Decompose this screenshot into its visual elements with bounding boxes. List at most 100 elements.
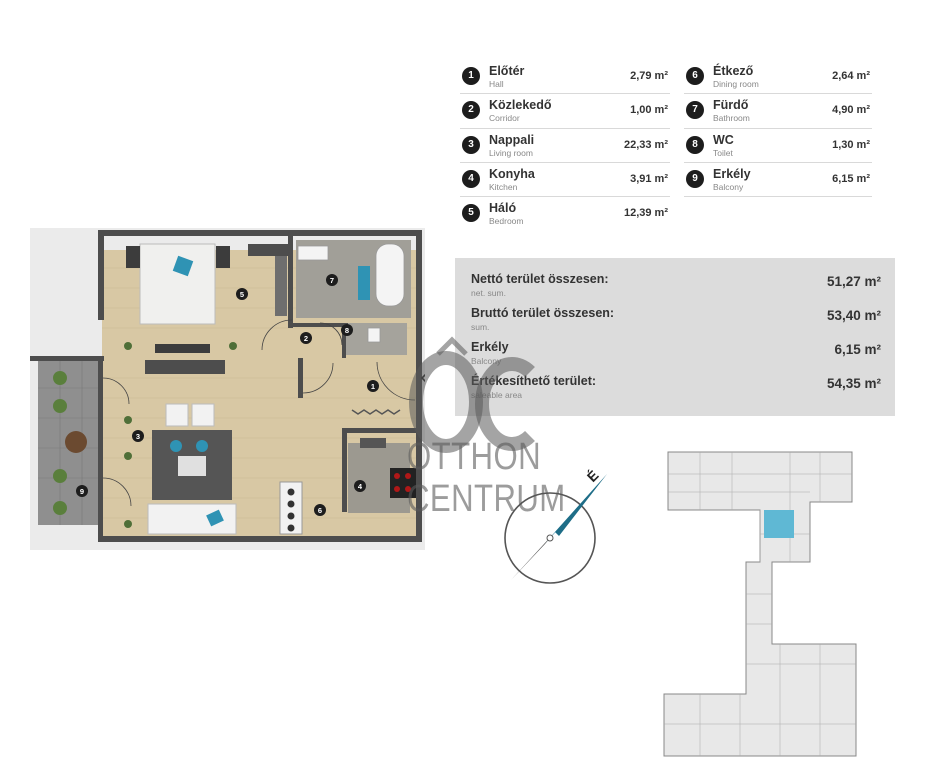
summary-label: Értékesíthető terület: — [471, 374, 597, 388]
summary-row-saleable: Értékesíthető terület: saleable area 54,… — [471, 374, 881, 408]
building-site-map — [663, 451, 857, 757]
room-area: 2,79 m² — [630, 70, 668, 82]
room-name: Étkező — [713, 64, 754, 78]
armchair — [165, 403, 189, 427]
summary-value: 51,27 m² — [826, 274, 881, 289]
room-name-english: Toilet — [713, 147, 733, 158]
room-name: WC — [713, 132, 734, 147]
room-name-english: Corridor — [489, 113, 520, 124]
plan-label-bathroom: 7 — [330, 276, 334, 285]
sink — [297, 245, 329, 261]
watermark-line-1: OTTHON — [407, 436, 542, 478]
armchair — [191, 403, 215, 427]
room-name-english: Bedroom — [489, 216, 524, 227]
summary-label-english: saleable area — [471, 390, 523, 400]
area-summary-panel: Nettó terület összesen: net. sum. 51,27 … — [455, 258, 895, 416]
indoor-plants — [124, 342, 237, 528]
plan-label-hall: 1 — [371, 382, 375, 391]
room-row-hall: 1 Előtér Hall 2,79 m² — [460, 60, 670, 95]
room-area: 1,00 m² — [630, 104, 668, 117]
room-number-badge: 2 — [462, 101, 480, 120]
building-outline — [663, 451, 857, 757]
room-area: 4,90 m² — [832, 104, 870, 117]
otthon-centrum-logo-icon — [409, 336, 535, 453]
room-area: 22,33 m² — [623, 138, 668, 151]
nightstand — [216, 246, 230, 268]
toilet — [367, 327, 381, 343]
room-area: 2,64 m² — [832, 70, 870, 82]
summary-row-gross: Bruttó terület összesen: sum. 53,40 m² — [471, 306, 881, 340]
cooktop — [390, 468, 416, 498]
room-area: 1,30 m² — [832, 138, 870, 151]
room-name-english: Balcony — [713, 181, 744, 192]
room-row-dining-room: 6 Étkező Dining room 2,64 m² — [684, 60, 872, 95]
room-name-english: Kitchen — [489, 181, 518, 192]
floor-plan: 1 2 3 4 5 6 7 8 9 — [30, 228, 425, 550]
pouf — [170, 440, 182, 452]
pouf — [196, 440, 208, 452]
watermark-line-2: CENTRUM — [407, 478, 566, 520]
plan-label-corridor: 2 — [304, 334, 308, 343]
plan-label-dining-room: 6 — [318, 506, 322, 515]
wardrobe — [275, 256, 287, 316]
summary-row-balcony: Erkély Balcony 6,15 m² — [471, 340, 881, 374]
room-row-toilet: 8 WC Toilet 1,30 m² — [684, 129, 872, 163]
room-name: Konyha — [489, 166, 535, 181]
room-row-balcony: 9 Erkély Balcony 6,15 m² — [684, 163, 872, 198]
room-name: Erkély — [713, 166, 751, 181]
room-number-badge: 5 — [462, 204, 480, 223]
room-area: 12,39 m² — [623, 207, 668, 220]
room-number-badge: 4 — [462, 169, 480, 188]
compass-icon — [504, 474, 607, 584]
room-area: 3,91 m² — [630, 172, 668, 185]
coffee-table — [178, 456, 206, 476]
summary-label: Erkély — [471, 340, 509, 354]
room-area: 6,15 m² — [832, 172, 870, 185]
room-row-bathroom: 7 Fürdő Bathroom 4,90 m² — [684, 94, 872, 129]
room-name: Előtér — [489, 64, 525, 78]
room-row-kitchen: 4 Konyha Kitchen 3,91 m² — [460, 163, 670, 198]
room-column-right: 6 Étkező Dining room 2,64 m² 7 Fürdő Bat… — [684, 60, 872, 198]
plan-label-balcony: 9 — [80, 487, 84, 496]
room-column-left: 1 Előtér Hall 2,79 m² 2 Közlekedő Corrid… — [460, 60, 670, 231]
bathtub — [375, 243, 405, 307]
room-row-corridor: 2 Közlekedő Corridor 1,00 m² — [460, 94, 670, 129]
bath-mat — [358, 266, 370, 300]
room-name: Közlekedő — [489, 98, 552, 113]
plan-label-bedroom: 5 — [240, 290, 244, 299]
balcony-plants — [53, 371, 67, 515]
room-name-english: Living room — [489, 147, 533, 158]
room-number-badge: 6 — [686, 67, 704, 85]
room-number-badge: 7 — [686, 101, 704, 120]
door-swings — [102, 319, 416, 507]
summary-label: Nettó terület összesen: — [471, 272, 609, 286]
pillow — [172, 255, 194, 277]
summary-label-english: sum. — [471, 322, 490, 332]
room-name: Fürdő — [713, 98, 749, 113]
building-grid — [664, 452, 856, 756]
room-name: Nappali — [489, 132, 535, 147]
summary-value: 54,35 m² — [826, 376, 881, 391]
apartment-highlight — [764, 510, 794, 538]
summary-value: 53,40 m² — [826, 308, 881, 323]
plan-number-badges — [76, 274, 379, 516]
room-row-living-room: 3 Nappali Living room 22,33 m² — [460, 129, 670, 163]
balcony-table — [65, 431, 87, 453]
summary-value: 6,15 m² — [834, 342, 881, 357]
dining-table — [279, 481, 303, 535]
summary-label-english: net. sum. — [471, 288, 506, 298]
room-name-english: Bathroom — [713, 113, 750, 124]
cushion — [206, 509, 224, 527]
room-name-english: Dining room — [713, 79, 759, 89]
shoe-rack — [351, 409, 401, 415]
plan-label-toilet: 8 — [345, 326, 349, 335]
plan-label-kitchen: 4 — [358, 482, 363, 491]
room-number-badge: 3 — [462, 135, 480, 154]
nightstand — [126, 246, 140, 268]
room-number-badge: 1 — [462, 67, 480, 85]
plan-label-living-room: 3 — [136, 432, 140, 441]
summary-row-net: Nettó terület összesen: net. sum. 51,27 … — [471, 272, 881, 306]
summary-label: Bruttó terület összesen: — [471, 306, 615, 320]
room-number-badge: 9 — [686, 169, 704, 188]
summary-label-english: Balcony — [471, 356, 502, 366]
